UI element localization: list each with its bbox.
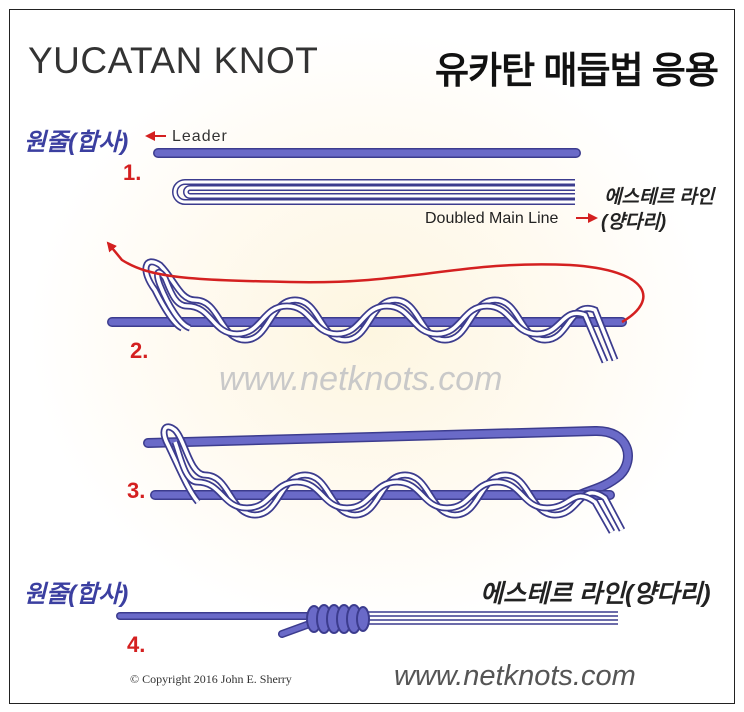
step2-tag-end-arrow (106, 241, 645, 324)
main-line-korean-label-top: 에스테르 라인 (604, 187, 715, 208)
step4-finished-knot (306, 604, 370, 634)
leader-label: Leader (172, 128, 228, 145)
step2-wraps (142, 258, 619, 364)
step-number-4: 4. (127, 632, 146, 657)
step4-main-lines (360, 611, 618, 625)
title-korean: 유카탄 매듭법 응용 (435, 50, 719, 91)
main-line-korean-label-bottom: 에스테르 라인(양다리) (480, 580, 711, 608)
step3-wraps (160, 423, 626, 534)
watermark-middle: www.netknots.com (219, 360, 503, 398)
leader-korean-label-top: 원줄(합사) (24, 129, 129, 156)
step1-doubled-main-line (172, 179, 575, 205)
step-number-2: 2. (130, 338, 149, 363)
step-number-3: 3. (127, 478, 146, 503)
copyright-notice: © Copyright 2016 John E. Sherry (130, 672, 292, 686)
leader-korean-label-bottom: 원줄(합사) (24, 581, 129, 608)
step3-leader-loop (143, 425, 633, 500)
watermark-bottom: www.netknots.com (394, 660, 636, 692)
step-number-1: 1. (123, 160, 142, 185)
doubled-main-line-label: Doubled Main Line (425, 210, 559, 227)
main-line-korean-paren-top: (양다리) (601, 212, 667, 233)
title-english: YUCATAN KNOT (28, 40, 319, 81)
diagram-frame: YUCATAN KNOT 유카탄 매듭법 응용 원줄(합사) Leader 1.… (9, 9, 735, 704)
knot-illustration (106, 131, 645, 638)
